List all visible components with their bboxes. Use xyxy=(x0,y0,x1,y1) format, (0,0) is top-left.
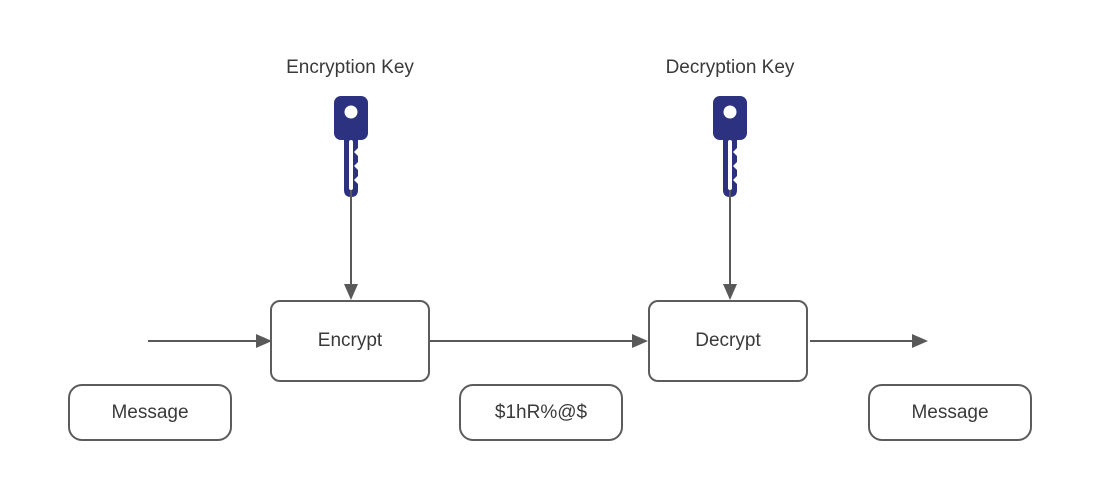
message-input-box[interactable]: Message xyxy=(68,384,232,441)
message-output-label: Message xyxy=(911,401,989,423)
decrypt-process-box[interactable]: Decrypt xyxy=(648,300,808,382)
arrow-encrypt-to-decrypt xyxy=(430,334,648,348)
encryption-key-label: Encryption Key xyxy=(286,57,414,78)
encrypt-process-box[interactable]: Encrypt xyxy=(270,300,430,382)
arrow-encryption-key-to-encrypt xyxy=(344,190,358,300)
message-input-label: Message xyxy=(111,401,189,423)
encrypt-process-label: Encrypt xyxy=(317,330,383,351)
encryption-key-icon xyxy=(334,96,368,197)
decryption-key-label: Decryption Key xyxy=(665,57,795,78)
decryption-key-icon xyxy=(713,96,747,197)
arrow-decrypt-to-output xyxy=(810,334,928,348)
ciphertext-box[interactable]: $1hR%@$ xyxy=(459,384,623,441)
arrow-input-to-encrypt xyxy=(148,334,272,348)
arrow-decryption-key-to-decrypt xyxy=(723,190,737,300)
ciphertext-label: $1hR%@$ xyxy=(494,401,588,423)
decrypt-process-label: Decrypt xyxy=(695,330,761,351)
message-output-box[interactable]: Message xyxy=(868,384,1032,441)
